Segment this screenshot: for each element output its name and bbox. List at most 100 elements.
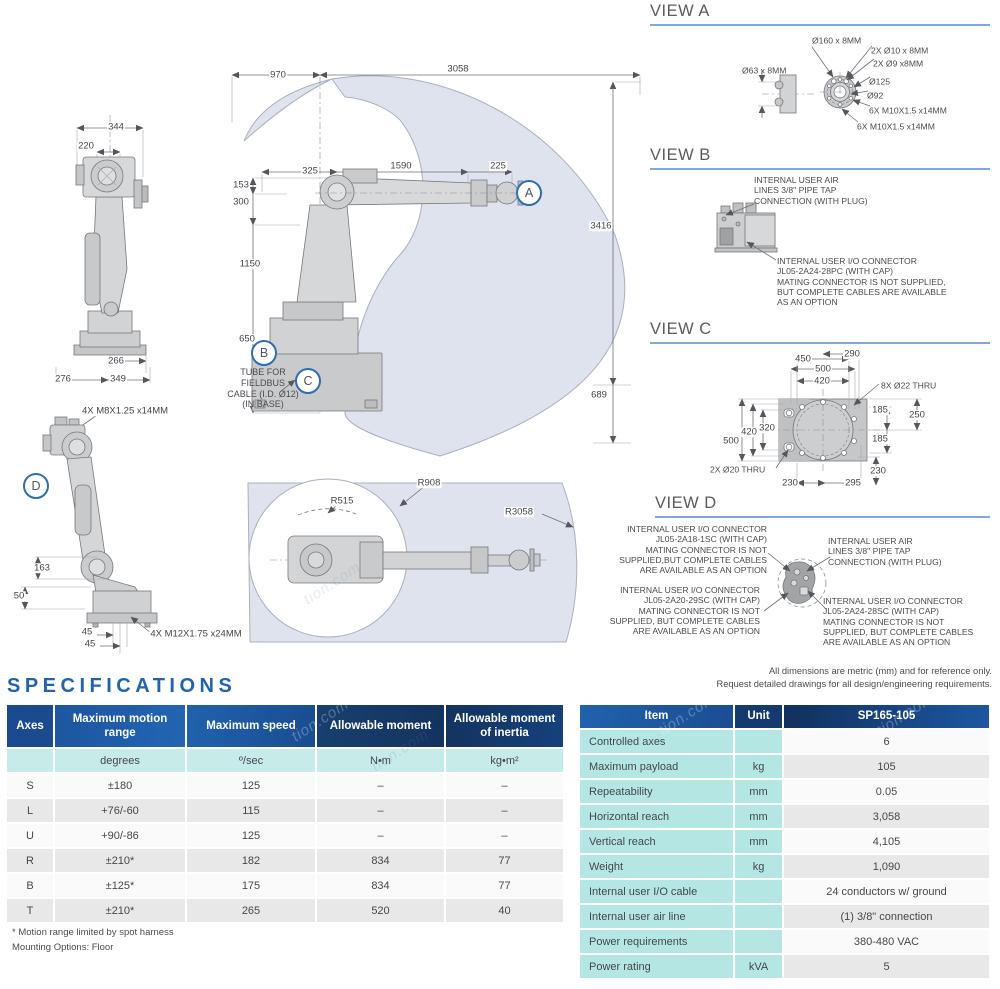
footnote-motion-range: * Motion range limited by spot harness: [12, 927, 174, 938]
axes-column-header: Allowable moment of inertia: [446, 705, 563, 747]
axes-cell: B: [7, 874, 53, 897]
dim-label: 250: [908, 409, 926, 421]
axes-cell: –: [446, 824, 563, 847]
hole-callout-label: 8X Ø22 THRU: [881, 380, 937, 391]
spec-cell: 5: [784, 955, 989, 978]
dim-label: 4X M12X1.75 x24MM: [149, 628, 243, 640]
table-footnotes: * Motion range limited by spot harness M…: [12, 926, 174, 955]
dim-label: 420: [813, 375, 831, 387]
spec-cell: kg: [735, 855, 782, 878]
spec-cell: (1) 3/8" connection: [784, 905, 989, 928]
dim-label: 500: [814, 363, 832, 375]
specifications-title: SPECIFICATIONS: [7, 675, 237, 697]
spec-cell: Internal user I/O cable: [580, 880, 733, 903]
dim-label: 4X M8X1.25 x14MM: [80, 405, 170, 417]
robot-side-view-drawing: [55, 115, 151, 384]
spec-cell: 4,105: [784, 830, 989, 853]
footnote-mounting: Mounting Options: Floor: [12, 941, 114, 953]
spec-cell: kg: [735, 755, 782, 778]
spec-row: Internal user air line(1) 3/8" connectio…: [580, 905, 989, 928]
dim-label: 153: [232, 179, 250, 191]
axes-column-header: Maximum motion range: [55, 705, 185, 747]
axes-cell: T: [7, 899, 53, 922]
axes-cell: –: [317, 774, 444, 797]
spec-column-header: Item: [580, 705, 733, 728]
dim-label: 185: [871, 404, 889, 416]
view-a-label: 6X M10X1.5 x14MM: [857, 121, 935, 132]
dim-label: 349: [109, 373, 127, 385]
axes-cell: –: [317, 799, 444, 822]
axes-unit-cell: N•m: [317, 749, 444, 772]
view-c-base-drawing: [738, 350, 922, 487]
spec-cell: 380-480 VAC: [784, 930, 989, 953]
spec-cell: Repeatability: [580, 780, 733, 803]
spec-cell: Power rating: [580, 955, 733, 978]
axes-cell: ±210*: [55, 849, 185, 872]
spec-cell: 24 conductors w/ ground: [784, 880, 989, 903]
dim-label: 266: [107, 355, 125, 367]
work-envelope-side-drawing: [231, 71, 641, 457]
dim-label: 420: [740, 426, 758, 438]
dim-label: 689: [590, 389, 608, 401]
view-d-note-ne: INTERNAL USER AIR LINES 3/8" PIPE TAP CO…: [828, 536, 942, 567]
dim-label: 970: [269, 69, 287, 81]
axes-cell: 77: [446, 874, 563, 897]
view-a-label: 2X Ø9 x8MM: [873, 58, 924, 69]
axes-cell: R: [7, 849, 53, 872]
axes-cell: ±210*: [55, 899, 185, 922]
dim-label: 50: [12, 590, 26, 602]
radius-label: R515: [329, 495, 355, 507]
spec-cell: [735, 880, 782, 903]
dim-label: 45: [80, 626, 94, 638]
view-a-flange-drawing: [758, 45, 875, 123]
axes-cell: +76/-60: [55, 799, 185, 822]
view-b-heading: VIEW B: [650, 146, 990, 170]
spec-cell: kVA: [735, 955, 782, 978]
dim-label: 500: [722, 435, 740, 447]
axes-cell: 834: [317, 874, 444, 897]
spec-cell: Horizontal reach: [580, 805, 733, 828]
axes-cell: 175: [187, 874, 315, 897]
spec-cell: 3,058: [784, 805, 989, 828]
axes-unit-cell: º/sec: [187, 749, 315, 772]
spec-cell: [735, 730, 782, 753]
dim-label: 1150: [238, 258, 262, 270]
view-c-heading: VIEW C: [650, 320, 990, 344]
spec-cell: 1,090: [784, 855, 989, 878]
dim-label: 220: [77, 140, 95, 152]
dim-label: 276: [54, 373, 72, 385]
view-a-label: 2X Ø10 x 8MM: [871, 45, 929, 56]
dim-label: 325: [301, 165, 319, 177]
dim-label: 163: [33, 562, 51, 574]
axes-cell: –: [317, 824, 444, 847]
spec-cell: Weight: [580, 855, 733, 878]
spec-cell: Power requirements: [580, 930, 733, 953]
view-b-io-note: INTERNAL USER I/O CONNECTOR JL05-2A24-28…: [777, 256, 947, 308]
view-a-label: Ø63 x 8MM: [742, 65, 787, 76]
dim-label: 230: [869, 465, 887, 477]
spec-row: Power requirements 380-480 VAC: [580, 930, 989, 953]
axes-cell: +90/-86: [55, 824, 185, 847]
view-d-heading: VIEW D: [655, 494, 990, 518]
axes-unit-cell: degrees: [55, 749, 185, 772]
axes-cell: –: [446, 774, 563, 797]
dim-label: 230: [781, 477, 799, 489]
dim-label: 450: [794, 353, 812, 365]
spec-cell: mm: [735, 780, 782, 803]
spec-cell: 6: [784, 730, 989, 753]
view-b-air-note: INTERNAL USER AIR LINES 3/8" PIPE TAP CO…: [754, 175, 868, 206]
axes-cell: S: [7, 774, 53, 797]
axes-cell: ±125*: [55, 874, 185, 897]
dim-label: 225: [489, 160, 507, 172]
reference-note: All dimensions are metric (mm) and for r…: [716, 666, 992, 689]
axes-column-header: Allowable moment: [317, 705, 444, 747]
callout-a: A: [516, 180, 542, 206]
